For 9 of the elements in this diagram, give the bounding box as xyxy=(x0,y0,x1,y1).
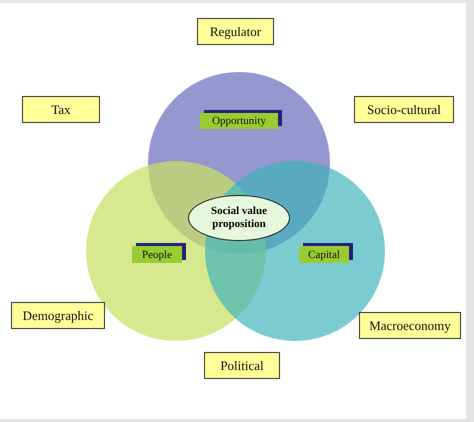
category-label: People xyxy=(132,246,182,263)
factor-box: Tax xyxy=(22,96,100,123)
category-label: Opportunity xyxy=(200,113,278,129)
category-label: Capital xyxy=(299,246,349,263)
factor-box: Macroeconomy xyxy=(359,312,461,339)
factor-box: Political xyxy=(204,352,280,379)
factor-box: Socio-cultural xyxy=(354,96,454,123)
factor-box: Regulator xyxy=(197,18,274,45)
factor-box: Demographic xyxy=(11,302,105,329)
